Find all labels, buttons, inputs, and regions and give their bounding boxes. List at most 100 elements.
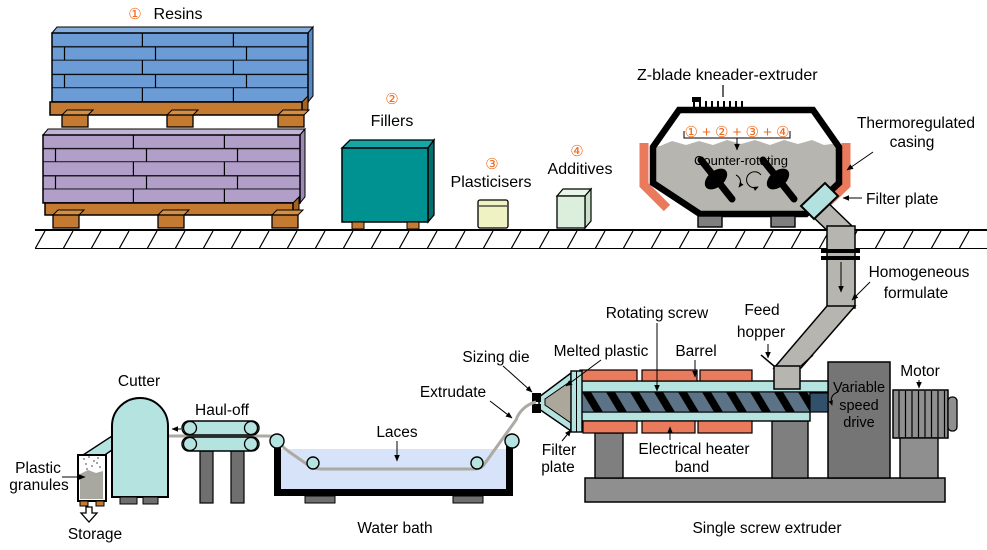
haul-off-belt-upper (181, 420, 260, 436)
melted-plastic-label: Melted plastic (554, 343, 649, 360)
storage-arrow (79, 506, 99, 523)
rotation-arrow-left (735, 174, 744, 188)
fillers-number: ② (385, 91, 398, 108)
belt-roller (243, 436, 259, 452)
roller (269, 433, 285, 449)
belt-roller (243, 420, 259, 436)
die-orifice (532, 404, 541, 413)
additives-side-face (584, 187, 592, 230)
homogeneous-label-2: formulate (884, 285, 949, 302)
counter-rotating-label: Counter-rotating (694, 153, 788, 168)
screw-shaft-coupling (809, 392, 829, 413)
cutter-foot (119, 496, 138, 505)
thermoregulated-casing-left (639, 143, 671, 212)
fillers-label: Fillers (371, 113, 414, 130)
belt-roller (182, 436, 198, 452)
belt-roller (182, 420, 198, 436)
bath-foot (452, 495, 484, 504)
motor-pedestal (899, 437, 939, 479)
purple-stack-top-face (41, 128, 307, 136)
filter-plate-top-label: Filter plate (866, 191, 938, 208)
kneader-lid-knob (692, 97, 701, 102)
haul-off-belt-lower (181, 436, 260, 452)
filter-plate-bottom-leader (561, 429, 572, 442)
granules-label-2: granules (9, 477, 69, 494)
sizing-die-label: Sizing die (462, 349, 529, 366)
homogeneous-leader (851, 281, 871, 301)
cutter-label: Cutter (118, 373, 160, 390)
feed-hopper-throat (773, 365, 801, 390)
filter-plate-bottom-label-2: plate (541, 459, 575, 476)
vsd-label-1: Variable (833, 380, 885, 396)
heater-band-label-1: Electrical heater (638, 441, 749, 458)
thermo-casing-label-1: Thermoregulated (857, 115, 975, 132)
homogeneous-label-1: Homogeneous (869, 264, 970, 281)
pallet-foot (271, 214, 299, 229)
plasticisers-container (477, 199, 509, 229)
heater-band (582, 420, 638, 434)
kneader-vessel-wall (649, 106, 843, 218)
granules-container (77, 454, 107, 507)
pallet-foot (52, 214, 80, 229)
granules-pile (80, 470, 103, 499)
extruder-caption: Single screw extruder (692, 520, 841, 537)
extruder-base (584, 477, 946, 503)
blue-brick-stack (51, 32, 309, 103)
filter-plate-bottom-label-1: Filter (542, 442, 576, 459)
motor-fins (898, 391, 946, 437)
heater-band (697, 420, 753, 434)
cutter-unit (81, 397, 169, 505)
kneader-filter-plate (799, 181, 840, 221)
heater-band (699, 369, 753, 382)
bath-foot (304, 495, 336, 504)
barrel-label: Barrel (675, 343, 716, 360)
fillers-front-face (341, 147, 429, 223)
single-screw-extruder (532, 305, 958, 503)
resins-pallet-blue (49, 25, 315, 128)
pallet-foot-top (165, 109, 200, 116)
additives-number: ④ (570, 143, 583, 160)
screw-flights (582, 392, 810, 412)
storage-label: Storage (68, 526, 122, 543)
pallet-foot (61, 114, 89, 128)
thermo-casing-leader (846, 151, 874, 171)
extrudate-leader (489, 400, 513, 419)
laces-label: Laces (376, 424, 418, 441)
z-blade-left (697, 156, 736, 203)
heater-band (579, 369, 638, 382)
vsd-label-2: speed (839, 398, 879, 414)
heater-band-label-2: band (675, 459, 709, 476)
formulate-pipe-diagonal (772, 305, 857, 369)
feed-hopper-label-2: hopper (737, 324, 785, 341)
additives-label: Additives (548, 161, 613, 178)
bath-wall-right (506, 444, 513, 496)
melted-plastic-leader (565, 359, 602, 387)
pallet-foot (166, 114, 194, 128)
pallet-foot-top (156, 209, 191, 216)
kneader-title: Z-blade kneader-extruder (637, 67, 818, 84)
cutter-dome (111, 397, 169, 498)
pallet-foot-top (60, 109, 95, 116)
extrudate-label: Extrudate (420, 384, 486, 401)
sizing-die-leader (502, 365, 533, 393)
kneader-extruder (639, 85, 860, 309)
fillers-side-face (427, 138, 435, 224)
fillers-top-face (340, 139, 436, 149)
resins-number: ① (128, 6, 141, 23)
roller (470, 456, 484, 470)
falling-granules (83, 456, 101, 470)
motor-label: Motor (900, 363, 940, 380)
additives-box (555, 187, 593, 230)
drive-rotation-arrow (828, 391, 839, 406)
water-bath-caption: Water bath (357, 520, 432, 537)
kneader-vent-comb (693, 101, 743, 110)
pallet-foot (157, 214, 185, 229)
roller (504, 433, 520, 449)
heater-band (641, 420, 696, 434)
cutter-foot (142, 496, 159, 505)
blue-stack-top-face (50, 26, 315, 34)
purple-brick-stack (42, 134, 301, 204)
bath-wall-left (274, 444, 281, 496)
barrel-bottom-wall (574, 411, 811, 422)
